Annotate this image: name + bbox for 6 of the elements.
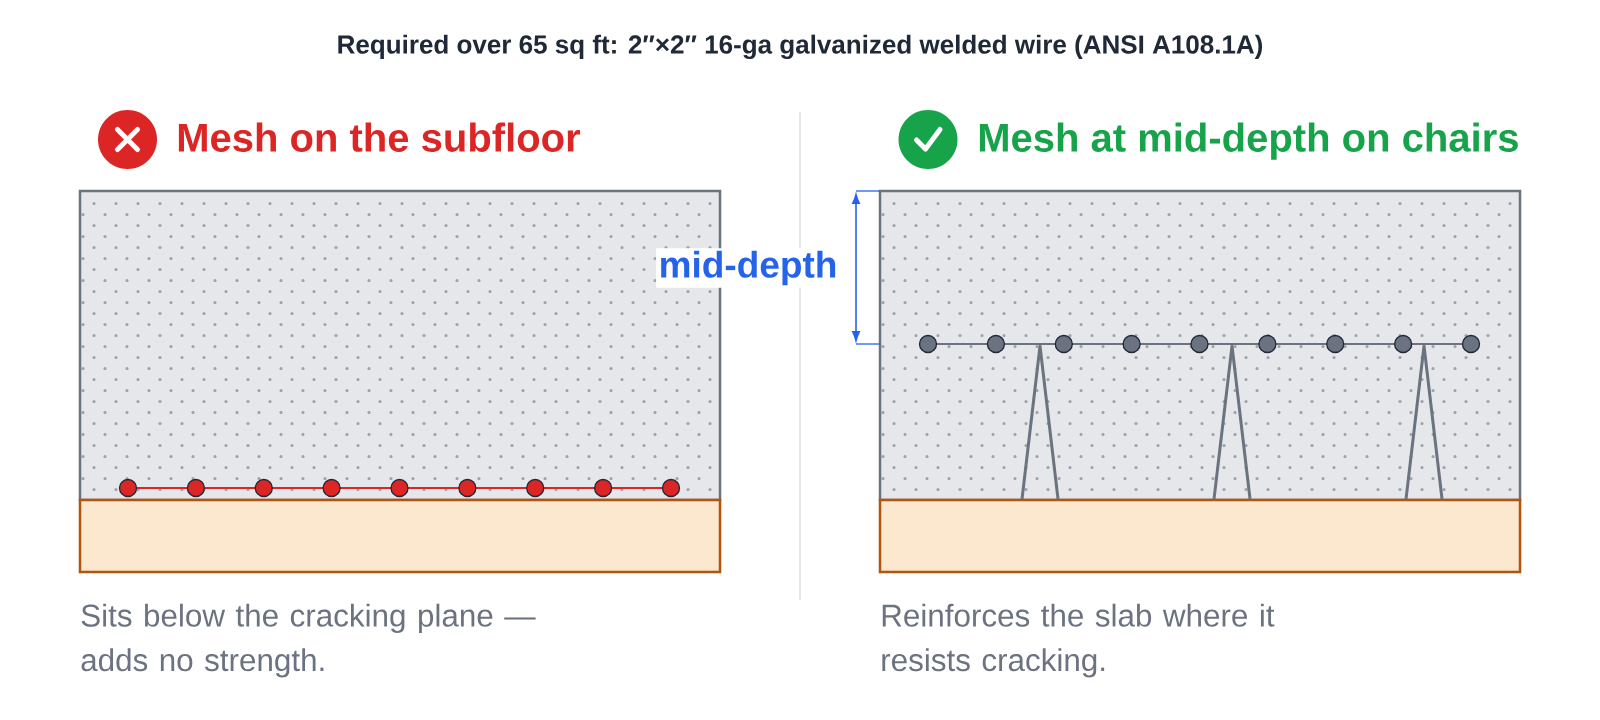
heading: Mesh on the subfloor: [178, 122, 581, 152]
heading: Mesh at mid-depth on chairs: [979, 122, 1518, 160]
caption: Reinforces the slab where it resists cracking.: [882, 603, 1275, 678]
title: Required over 65 sq ft: 2″×2″ 16-ga galvanized welded wire (ANSI A108.1A): [338, 34, 1263, 59]
dimension-label: mid-depth: [656, 248, 840, 288]
caption: Sits below the cracking plane — adds no strength.: [81, 603, 536, 678]
